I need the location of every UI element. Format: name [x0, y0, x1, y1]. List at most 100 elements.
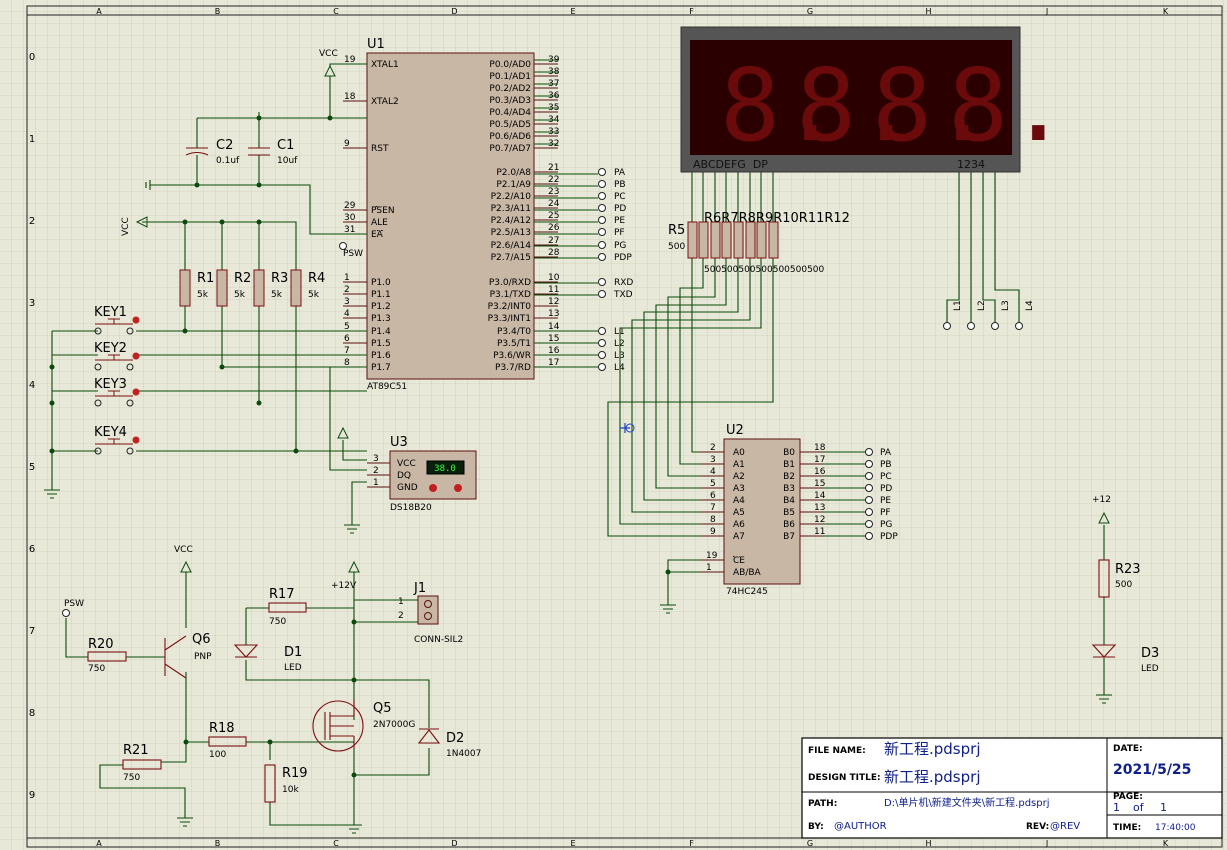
- net-terminal[interactable]: [598, 216, 606, 224]
- grid-col-C: C: [333, 7, 339, 16]
- u1-pin-name: P0.1/AD1: [489, 72, 531, 82]
- svg-text:750: 750: [88, 664, 105, 674]
- u1-pin-num: 9: [344, 139, 350, 149]
- svg-text:A4: A4: [733, 496, 745, 506]
- key-switch-1[interactable]: KEY1: [94, 305, 140, 335]
- svg-text:PAGE:: PAGE:: [1113, 792, 1143, 802]
- net-terminal[interactable]: [598, 351, 606, 359]
- u1-pin-num: 31: [344, 225, 355, 235]
- u2-net-terminal[interactable]: [865, 520, 873, 528]
- u1-pin-name: P0.7/AD7: [489, 144, 531, 154]
- u2-net-terminal[interactable]: [865, 496, 873, 504]
- svg-text:13: 13: [814, 503, 825, 513]
- u2-net-terminal[interactable]: [865, 472, 873, 480]
- capacitor-c1[interactable]: C1 10uf: [248, 138, 298, 166]
- net-terminal[interactable]: [598, 180, 606, 188]
- u1-pin-name: P2.2/A10: [491, 192, 532, 202]
- u1-pin-name: P2.7/A15: [491, 253, 531, 263]
- key-switch-3[interactable]: KEY3: [94, 377, 140, 407]
- u1-pin-name: P2.3/A11: [491, 204, 531, 214]
- u2-net-terminal[interactable]: [865, 460, 873, 468]
- u2-net-terminal[interactable]: [865, 532, 873, 540]
- u1-pin-name: P1.1: [371, 290, 391, 300]
- u1-pin-name: P3.0/RXD: [489, 278, 531, 288]
- u1-pin-name: P0.4/AD4: [489, 108, 531, 118]
- digit-line-label-l1: L1: [953, 300, 963, 311]
- digit-line-terminal-l3[interactable]: [991, 322, 999, 330]
- grid-col-J: J: [1045, 7, 1048, 16]
- svg-text:R19: R19: [282, 766, 308, 781]
- u2-net-terminal[interactable]: [865, 448, 873, 456]
- net-terminal[interactable]: [598, 327, 606, 335]
- svg-text:B4: B4: [783, 496, 795, 506]
- svg-text:U3: U3: [390, 435, 408, 450]
- u1-pin-num: 11: [548, 285, 559, 295]
- power-driver-circuit[interactable]: VCC PSW R20 750 Q6 PNP R21 750 R18 100 R…: [62, 495, 1160, 803]
- key-switch-2[interactable]: KEY2: [94, 341, 140, 371]
- u1-pin-name: P3.6/WR: [493, 351, 531, 361]
- seven-segment-display[interactable]: 8.8.8.8. ABCDEFG DP 1234: [680, 26, 1068, 173]
- grid-col-A: A: [96, 7, 102, 16]
- svg-text:10k: 10k: [282, 785, 299, 795]
- u1-pin-name: P0.0/AD0: [489, 60, 531, 70]
- resistor-r1[interactable]: [179, 269, 191, 307]
- net-label-pd: PD: [614, 204, 626, 214]
- svg-text:PC: PC: [880, 472, 892, 482]
- u2-net-terminal[interactable]: [865, 508, 873, 516]
- u1-ref: U1: [367, 37, 385, 52]
- resistor-r3[interactable]: [253, 269, 265, 307]
- svg-text:B5: B5: [783, 508, 795, 518]
- svg-text:1: 1: [398, 597, 404, 607]
- u1-pin-name: P1.5: [371, 339, 391, 349]
- segment-resistors[interactable]: R5 500 R6R7R8R9R10R11R12 500500500500500…: [668, 211, 850, 275]
- svg-text:R1: R1: [197, 271, 214, 286]
- resistor-r2[interactable]: [216, 269, 228, 307]
- u1-pin-num: 16: [548, 346, 560, 356]
- capacitor-c2[interactable]: C2 0.1uf: [185, 138, 240, 166]
- svg-text:DS18B20: DS18B20: [390, 503, 432, 513]
- svg-text:B6: B6: [783, 520, 795, 530]
- svg-text:11: 11: [814, 527, 825, 537]
- digit-line-terminal-l4[interactable]: [1015, 322, 1023, 330]
- svg-text:R21: R21: [123, 743, 149, 758]
- net-terminal[interactable]: [598, 228, 606, 236]
- u1-pin-num: 27: [548, 236, 559, 246]
- net-terminal[interactable]: [598, 192, 606, 200]
- net-terminal[interactable]: [598, 290, 606, 298]
- net-terminal[interactable]: [598, 363, 606, 371]
- net-label-rxd: RXD: [614, 278, 633, 288]
- svg-text:A7: A7: [733, 532, 745, 542]
- svg-text:5k: 5k: [308, 290, 320, 300]
- net-terminal[interactable]: [598, 339, 606, 347]
- net-terminal[interactable]: [598, 168, 606, 176]
- svg-text:2N7000G: 2N7000G: [373, 720, 415, 730]
- grid-row-1: 1: [29, 134, 35, 145]
- u1-pin-num: 15: [548, 334, 559, 344]
- resistor-r4[interactable]: [290, 269, 302, 307]
- u2-net-terminal[interactable]: [865, 484, 873, 492]
- u1-pin-num: 25: [548, 211, 559, 221]
- svg-text:TIME:: TIME:: [1113, 823, 1141, 833]
- grid-col-B: B: [215, 7, 221, 16]
- net-terminal[interactable]: [598, 253, 606, 261]
- digit-pins-label: 1234: [957, 158, 985, 171]
- grid-col-bottom-G: G: [807, 839, 813, 848]
- grid-row-7: 7: [29, 626, 35, 637]
- svg-text:1N4007: 1N4007: [446, 749, 481, 759]
- svg-text:Q6: Q6: [192, 632, 211, 647]
- digit-line-terminal-l2[interactable]: [967, 322, 975, 330]
- net-terminal[interactable]: [598, 278, 606, 286]
- grid-col-G: G: [807, 7, 813, 16]
- digit-line-terminal-l1[interactable]: [943, 322, 951, 330]
- u1-part: AT89C51: [367, 382, 407, 392]
- vcc-symbol-left: VCC: [121, 216, 148, 236]
- key-switch-4[interactable]: KEY4: [94, 425, 140, 455]
- svg-text:0.1uf: 0.1uf: [216, 156, 240, 166]
- net-label-pc: PC: [614, 192, 626, 202]
- net-terminal[interactable]: [598, 204, 606, 212]
- net-terminal[interactable]: [598, 241, 606, 249]
